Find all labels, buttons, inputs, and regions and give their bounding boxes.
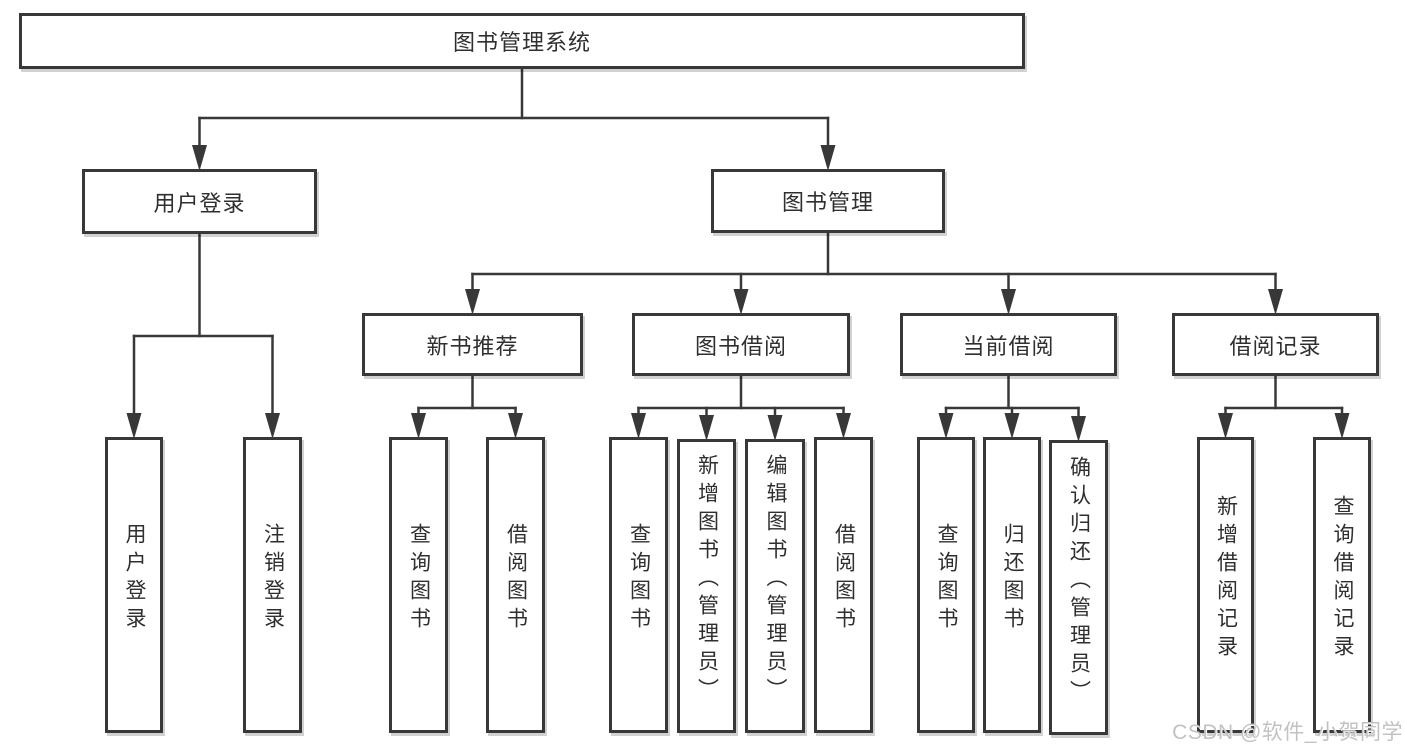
node-leaf-user-login: 用户登录 [105, 437, 163, 733]
node-user-login: 用户登录 [82, 169, 317, 234]
arrowhead-icon [192, 145, 207, 171]
node-book-borrow: 图书借阅 [632, 313, 850, 376]
arrowhead-icon [411, 413, 426, 439]
node-leaf-edit-book: 编辑图书（管理员） [745, 439, 805, 733]
node-leaf-confirm-return: 确认归还（管理员） [1049, 440, 1108, 735]
arrowhead-icon [938, 413, 954, 439]
arrowhead-icon [699, 415, 714, 441]
node-current-borrow: 当前借阅 [900, 313, 1117, 376]
arrowhead-icon [733, 289, 749, 315]
arrowhead-icon [508, 413, 523, 439]
node-leaf-logout: 注销登录 [243, 437, 302, 733]
arrowhead-icon [265, 413, 280, 439]
node-leaf-query-book-2: 查询图书 [609, 437, 668, 733]
arrowhead-icon [1004, 413, 1020, 439]
arrowhead-icon [1001, 289, 1016, 315]
node-leaf-query-book-1: 查询图书 [389, 437, 448, 733]
node-book-mgmt: 图书管理 [711, 169, 945, 233]
node-leaf-add-record: 新增借阅记录 [1197, 437, 1254, 733]
arrowhead-icon [767, 415, 783, 441]
node-leaf-borrow-book-1: 借阅图书 [486, 437, 545, 733]
arrowhead-icon [1218, 413, 1233, 439]
arrowhead-icon [126, 413, 142, 439]
arrowhead-icon [465, 289, 480, 315]
arrowhead-icon [631, 413, 646, 439]
node-leaf-query-record: 查询借阅记录 [1313, 437, 1371, 733]
arrowhead-icon [1334, 413, 1350, 439]
node-root: 图书管理系统 [19, 13, 1025, 69]
node-new-book-rec: 新书推荐 [362, 313, 583, 376]
arrowhead-icon [1268, 289, 1283, 315]
arrowhead-icon [820, 145, 836, 171]
node-leaf-return-book: 归还图书 [983, 437, 1041, 733]
arrowhead-icon [836, 413, 851, 439]
arrowhead-icon [1071, 416, 1086, 442]
node-borrow-records: 借阅记录 [1172, 313, 1379, 376]
node-leaf-query-book-3: 查询图书 [917, 437, 975, 733]
node-leaf-add-book: 新增图书（管理员） [677, 439, 736, 733]
node-leaf-borrow-book-2: 借阅图书 [814, 437, 873, 733]
